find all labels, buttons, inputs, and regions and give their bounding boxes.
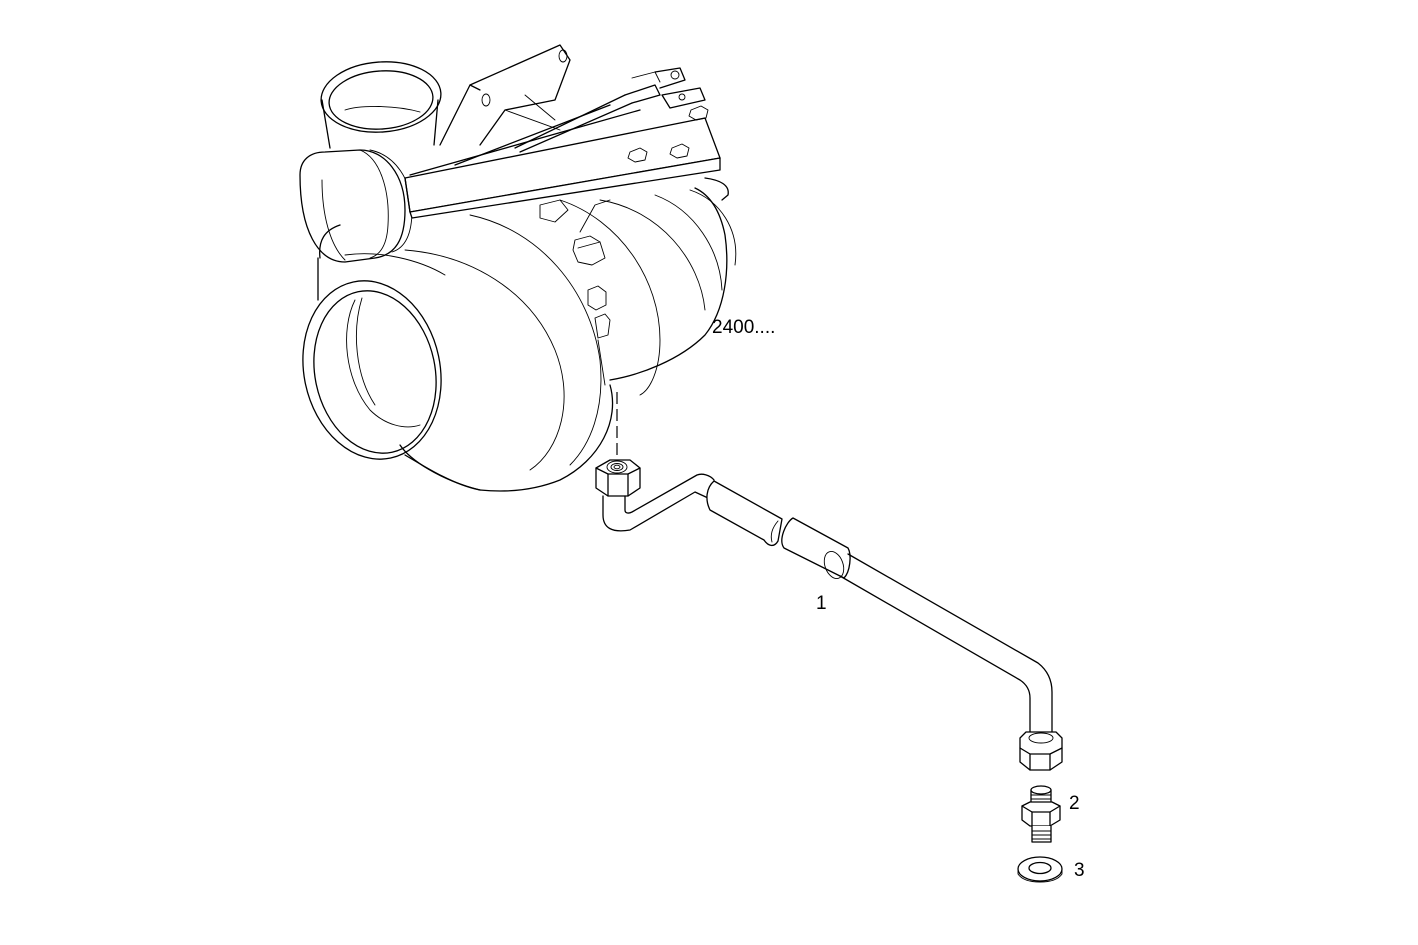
oil-pipe-drawing (595, 459, 1063, 771)
sealing-washer-drawing (1017, 856, 1063, 883)
turbocharger-drawing (299, 44, 737, 492)
callout-label-part-3: 3 (1074, 860, 1085, 881)
callout-label-turbocharger-ref: 2400.... (712, 317, 776, 338)
callout-label-part-1: 1 (816, 593, 827, 614)
union-fitting-drawing (1021, 785, 1061, 843)
callout-label-part-2: 2 (1069, 793, 1080, 814)
